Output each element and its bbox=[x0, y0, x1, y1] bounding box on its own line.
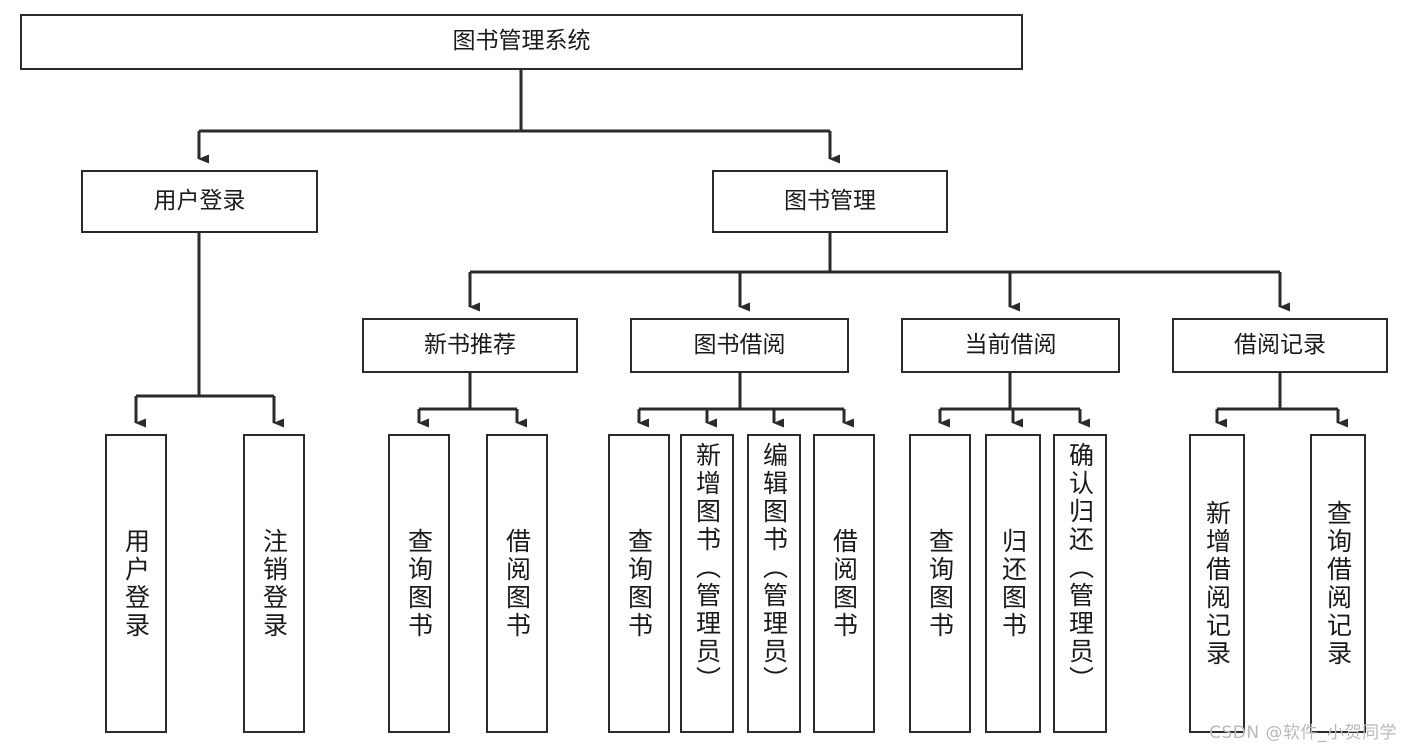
node-new-book-recommend[interactable]: 新书推荐 bbox=[362, 318, 578, 373]
edge-root-to-level2 bbox=[197, 70, 840, 164]
node-root[interactable]: 图书管理系统 bbox=[20, 14, 1023, 70]
leaf-query-borrow-record[interactable]: 查询借阅记录 bbox=[1310, 434, 1366, 733]
node-book-management-label: 图书管理 bbox=[784, 187, 876, 214]
leaf-query-borrow-record-label: 查询借阅记录 bbox=[1323, 499, 1353, 668]
node-user-login-label: 用户登录 bbox=[153, 187, 246, 214]
leaf-user-login-label: 用户登录 bbox=[121, 527, 151, 640]
leaf-edit-book-admin-label: 编辑图书（管理员） bbox=[759, 442, 789, 694]
edge-record-to-leaves bbox=[1215, 373, 1348, 428]
node-current-borrow[interactable]: 当前借阅 bbox=[901, 318, 1120, 373]
leaf-edit-book-admin[interactable]: 编辑图书（管理员） bbox=[747, 434, 801, 733]
node-borrow-record-label: 借阅记录 bbox=[1234, 331, 1326, 358]
csdn-watermark: CSDN @软件_小贺同学 bbox=[1209, 723, 1397, 743]
leaf-query-book-borrow-label: 查询图书 bbox=[624, 527, 654, 640]
node-borrow-record[interactable]: 借阅记录 bbox=[1172, 318, 1388, 373]
leaf-borrow-book-label: 借阅图书 bbox=[829, 527, 859, 640]
leaf-borrow-book[interactable]: 借阅图书 bbox=[813, 434, 875, 733]
node-current-borrow-label: 当前借阅 bbox=[964, 331, 1057, 358]
leaf-return-book[interactable]: 归还图书 bbox=[985, 434, 1041, 733]
leaf-logout[interactable]: 注销登录 bbox=[243, 434, 305, 733]
leaf-borrow-book-newbook-label: 借阅图书 bbox=[502, 527, 532, 640]
leaf-add-borrow-record[interactable]: 新增借阅记录 bbox=[1189, 434, 1245, 733]
leaf-query-book-borrow[interactable]: 查询图书 bbox=[608, 434, 670, 733]
leaf-add-book-admin-label: 新增图书（管理员） bbox=[692, 442, 722, 694]
edge-newbook-to-leaves bbox=[417, 373, 527, 428]
leaf-confirm-return-admin-label: 确认归还（管理员） bbox=[1065, 442, 1095, 694]
leaf-query-book-current[interactable]: 查询图书 bbox=[909, 434, 971, 733]
node-user-login[interactable]: 用户登录 bbox=[81, 170, 318, 233]
leaf-confirm-return-admin[interactable]: 确认归还（管理员） bbox=[1053, 434, 1107, 733]
edge-userlogin-to-leaves bbox=[134, 233, 284, 428]
node-root-label: 图书管理系统 bbox=[452, 28, 591, 55]
node-book-borrow[interactable]: 图书借阅 bbox=[630, 318, 849, 373]
node-book-borrow-label: 图书借阅 bbox=[693, 331, 786, 358]
leaf-logout-label: 注销登录 bbox=[259, 527, 289, 640]
leaf-borrow-book-newbook[interactable]: 借阅图书 bbox=[486, 434, 548, 733]
leaf-query-book-current-label: 查询图书 bbox=[925, 527, 955, 640]
node-book-management[interactable]: 图书管理 bbox=[712, 170, 948, 233]
leaf-query-book-newbook[interactable]: 查询图书 bbox=[388, 434, 450, 733]
edge-bookmgmt-to-level3 bbox=[468, 233, 1290, 312]
leaf-add-borrow-record-label: 新增借阅记录 bbox=[1202, 499, 1232, 668]
leaf-return-book-label: 归还图书 bbox=[998, 527, 1028, 640]
edge-borrow-to-leaves bbox=[637, 373, 854, 428]
leaf-user-login[interactable]: 用户登录 bbox=[105, 434, 167, 733]
node-new-book-recommend-label: 新书推荐 bbox=[424, 331, 516, 358]
edge-current-to-leaves bbox=[938, 373, 1090, 428]
leaf-query-book-newbook-label: 查询图书 bbox=[404, 527, 434, 640]
leaf-add-book-admin[interactable]: 新增图书（管理员） bbox=[680, 434, 734, 733]
